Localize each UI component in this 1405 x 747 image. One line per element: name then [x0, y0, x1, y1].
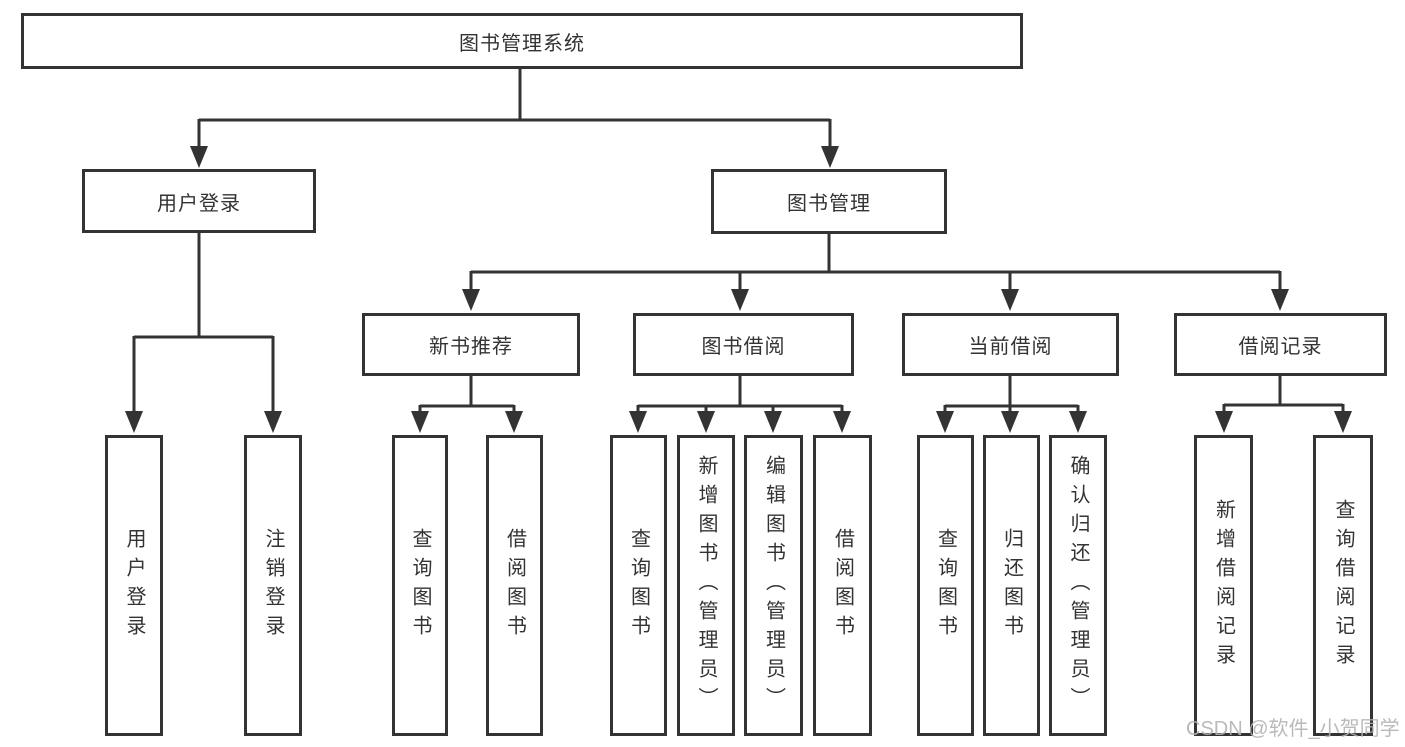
- leaf-label: 借阅图书: [503, 527, 526, 644]
- node-label: 借阅记录: [1238, 336, 1323, 358]
- leaf-label: 新增图书（管理员）: [695, 455, 717, 716]
- leaf-borrow-books-recommend: 借阅图书: [486, 435, 543, 736]
- leaf-label: 查询图书: [409, 527, 431, 644]
- leaf-query-borrow-record: 查询借阅记录: [1313, 435, 1373, 736]
- leaf-label: 新增借阅记录: [1212, 498, 1235, 673]
- node-label: 图书管理: [787, 193, 871, 215]
- leaf-logout: 注销登录: [244, 435, 302, 736]
- node-user-login: 用户登录: [82, 169, 316, 233]
- node-book-borrowing: 图书借阅: [633, 313, 854, 376]
- node-new-book-recommendation: 新书推荐: [362, 313, 580, 376]
- node-label: 图书借阅: [701, 336, 786, 358]
- node-label: 图书管理系统: [459, 32, 585, 55]
- csdn-watermark: CSDN @软件_小贺同学: [1186, 718, 1400, 740]
- node-label: 用户登录: [157, 192, 241, 215]
- leaf-label: 注销登录: [262, 527, 284, 644]
- node-label: 新书推荐: [429, 336, 513, 358]
- leaf-label: 归还图书: [1000, 527, 1023, 644]
- node-library-management-system: 图书管理系统: [21, 13, 1023, 69]
- leaf-label: 查询图书: [934, 527, 957, 644]
- leaf-edit-books-admin: 编辑图书（管理员）: [744, 435, 803, 736]
- leaf-label: 编辑图书（管理员）: [762, 455, 785, 716]
- leaf-add-books-admin: 新增图书（管理员）: [677, 435, 735, 736]
- node-current-borrowing: 当前借阅: [902, 313, 1119, 376]
- leaf-borrow-books: 借阅图书: [813, 435, 872, 736]
- leaf-confirm-return-admin: 确认归还（管理员）: [1049, 435, 1107, 736]
- leaf-user-login: 用户登录: [105, 435, 163, 736]
- node-borrowing-records: 借阅记录: [1174, 313, 1387, 376]
- leaf-add-borrow-record: 新增借阅记录: [1194, 435, 1253, 736]
- node-book-management: 图书管理: [711, 169, 947, 234]
- leaf-label: 确认归还（管理员）: [1067, 455, 1089, 716]
- leaf-label: 借阅图书: [831, 527, 854, 644]
- leaf-label: 用户登录: [123, 527, 145, 644]
- leaf-query-books-current: 查询图书: [917, 435, 974, 736]
- leaf-label: 查询借阅记录: [1332, 498, 1354, 673]
- leaf-query-books-recommend: 查询图书: [392, 435, 448, 736]
- node-label: 当前借阅: [968, 336, 1053, 358]
- leaf-label: 查询图书: [627, 527, 650, 644]
- leaf-query-books-borrow: 查询图书: [610, 435, 667, 736]
- leaf-return-books: 归还图书: [983, 435, 1040, 736]
